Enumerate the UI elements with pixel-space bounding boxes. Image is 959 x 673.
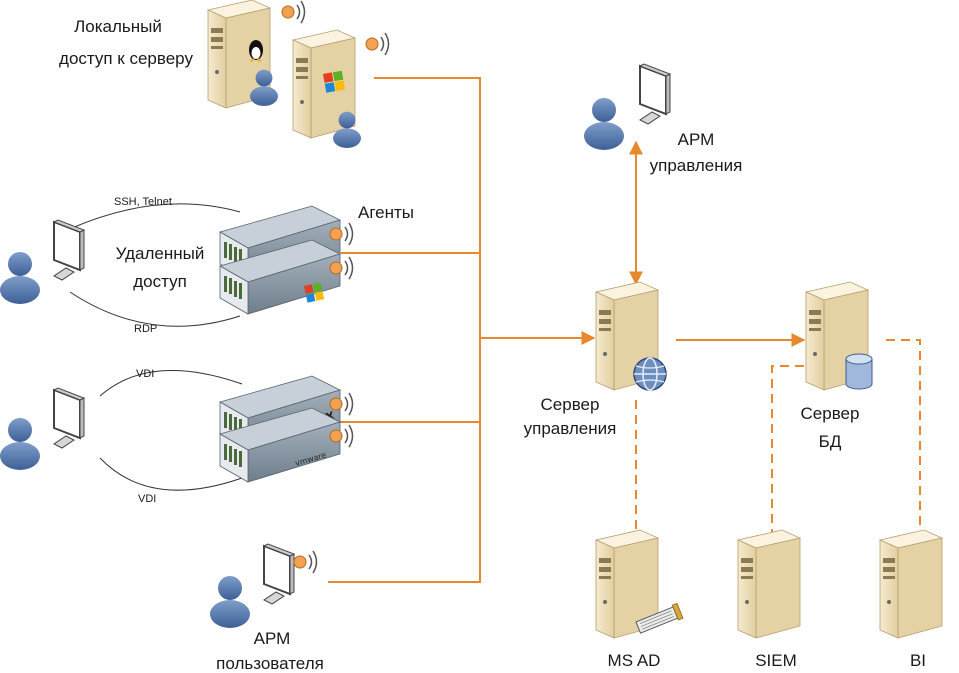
- remote-access-label-2: доступ: [133, 272, 187, 291]
- mgmt-server-label-1: Сервер: [541, 395, 600, 414]
- server-icon: [595, 529, 684, 639]
- link-siem: [771, 365, 804, 535]
- local-access-label-2: доступ к серверу: [59, 49, 193, 68]
- user-icon: [584, 98, 624, 150]
- connections: [69, 77, 921, 583]
- linux-icon: [249, 40, 263, 63]
- db-server-label-1: Сервер: [801, 404, 860, 423]
- windows-icon: [304, 282, 325, 303]
- monitor-icon: [53, 387, 85, 449]
- globe-icon: [633, 357, 667, 391]
- vdi-top-curve: [99, 370, 243, 397]
- monitor-icon: [639, 63, 671, 125]
- vdi-top-label: VDI: [136, 368, 154, 380]
- remote-access-label-1: Удаленный: [116, 244, 205, 263]
- monitor-icon: [53, 219, 85, 281]
- ms-ad-label: MS AD: [608, 651, 661, 670]
- arm-user-label-2: пользователя: [216, 654, 324, 673]
- db-server-label-2: БД: [819, 432, 842, 451]
- vdi-bottom-label: VDI: [138, 493, 156, 505]
- server-icon: [595, 281, 667, 391]
- bi-label: BI: [910, 651, 926, 670]
- rack-server-icon: [219, 239, 341, 315]
- wireless-icon: [365, 32, 390, 56]
- link-bi: [886, 339, 921, 532]
- vdi-bottom-curve: [99, 457, 243, 491]
- arm-admin-label-2: управления: [650, 156, 743, 175]
- local-access-label-1: Локальный: [74, 17, 162, 36]
- monitor-icon: [263, 543, 295, 605]
- windows-icon: [323, 70, 346, 93]
- wireless-icon: [293, 550, 318, 574]
- server-icon: [805, 281, 873, 391]
- ssh-curve: [71, 203, 241, 229]
- rdp-curve: [69, 291, 241, 327]
- user-icon: [0, 252, 40, 304]
- network-card-icon: [635, 602, 684, 634]
- server-icon: [292, 29, 361, 148]
- ssh-telnet-label: SSH, Telnet: [114, 196, 172, 208]
- wireless-icon: [281, 0, 306, 24]
- agents-label: Агенты: [358, 203, 414, 222]
- arm-admin-label-1: АРМ: [678, 130, 715, 149]
- server-icon: [207, 0, 278, 109]
- user-icon: [0, 418, 40, 470]
- siem-label: SIEM: [755, 651, 797, 670]
- server-icon: [879, 529, 943, 639]
- user-icon: [210, 576, 250, 628]
- agents-trunk: [328, 77, 481, 583]
- database-icon: [845, 353, 873, 390]
- mgmt-server-label-2: управления: [524, 419, 617, 438]
- rdp-label: RDP: [134, 323, 157, 335]
- server-icon: [737, 529, 801, 639]
- arm-user-label-1: АРМ: [254, 629, 291, 648]
